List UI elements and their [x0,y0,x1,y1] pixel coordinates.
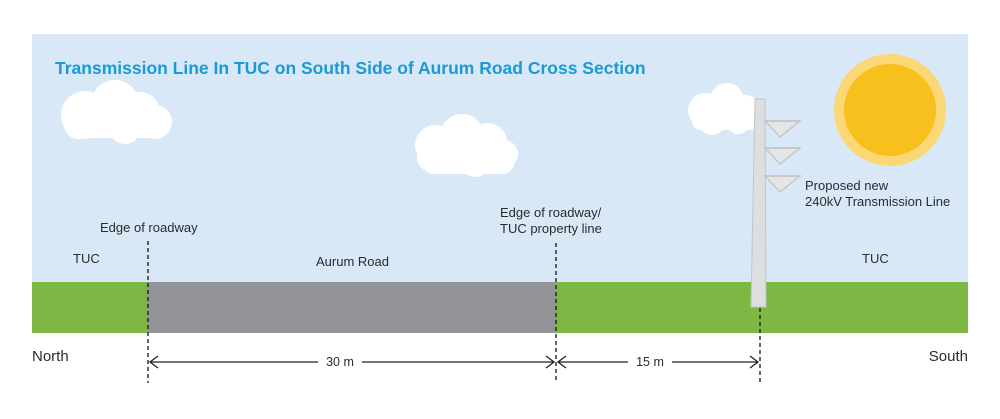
edge-property-line-label-2: TUC property line [500,221,602,236]
arrowhead-right-start [556,355,567,369]
transmission-line-label-2: 240kV Transmission Line [805,194,950,209]
transmission-tower-icon [750,98,802,308]
edge-of-roadway-label: Edge of roadway [100,220,198,235]
tuc-north-label: TUC [73,251,100,266]
cloud-icon [61,80,172,144]
arrowhead-left-end [545,355,556,369]
offset-dimension-label: 15 m [636,355,664,369]
tuc-south-label: TUC [862,251,889,266]
cloud-icon [415,114,518,177]
north-direction-label: North [32,348,69,365]
road-surface [148,282,556,333]
sun-icon [834,54,946,166]
transmission-line-label-1: Proposed new [805,178,889,193]
south-direction-label: South [929,348,968,365]
road-name-label: Aurum Road [316,254,389,269]
arrowhead-right-end [749,355,760,369]
edge-property-line-label-1: Edge of roadway/ [500,205,602,220]
road-width-dimension-label: 30 m [326,355,354,369]
arrowhead-left-start [148,355,159,369]
cloud-icon [688,83,760,135]
diagram-title: Transmission Line In TUC on South Side o… [55,58,646,78]
